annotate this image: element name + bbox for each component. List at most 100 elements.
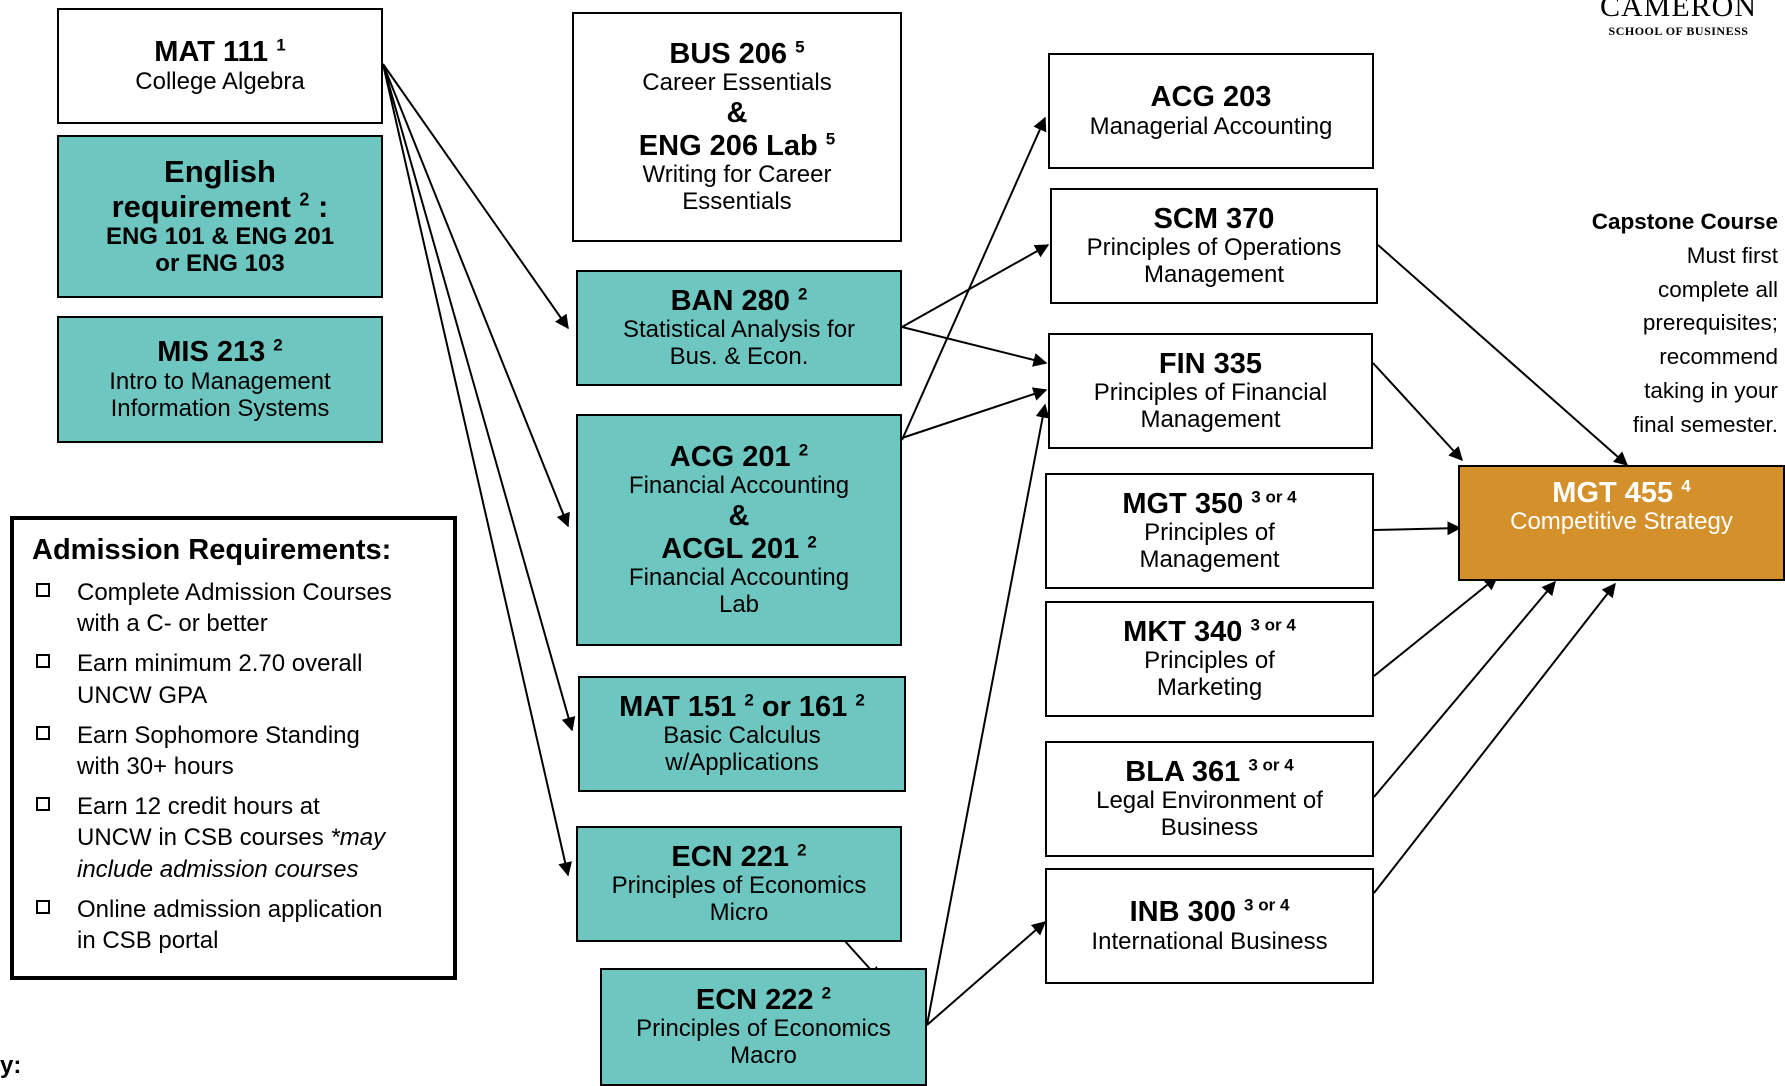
admission-item-text: with 30+ hours bbox=[77, 752, 234, 780]
footnote-marker: 2 bbox=[797, 284, 808, 304]
arrow-mat111-acg201 bbox=[382, 63, 570, 528]
english-requirement: English requirement 2 : ENG 101 & ENG 20… bbox=[57, 135, 383, 298]
course-ecn221: ECN 221 2 Principles of Economics Micro bbox=[576, 826, 902, 942]
footnote-marker: 2 bbox=[855, 690, 865, 710]
course-acg203: ACG 203 Managerial Accounting bbox=[1048, 53, 1374, 169]
footnote-marker: 2 bbox=[273, 335, 283, 355]
admission-item-text: Online admission application bbox=[77, 895, 383, 923]
course-code: INB 300 bbox=[1129, 896, 1236, 929]
course-ban280: BAN 280 2 Statistical Analysis for Bus. … bbox=[576, 270, 902, 386]
footnote-marker: 3 or 4 bbox=[1248, 755, 1294, 775]
capstone-line: taking in your bbox=[1644, 377, 1778, 403]
footnote-marker: 4 bbox=[1681, 476, 1691, 496]
course-code-2: ACGL 201 bbox=[661, 532, 800, 565]
footnote-marker: 3 or 4 bbox=[1244, 895, 1290, 915]
footnote-marker: 2 bbox=[299, 189, 310, 210]
admission-item-note: include admission courses bbox=[77, 855, 359, 883]
course-name-2a: Writing for Career bbox=[642, 161, 832, 189]
course-name-line1: Principles of Operations bbox=[1086, 234, 1342, 262]
course-code: MAT 151 bbox=[619, 690, 737, 723]
admission-item-text: Earn Sophomore Standing bbox=[77, 721, 360, 749]
english-line3: ENG 101 & ENG 201 bbox=[105, 223, 335, 251]
footnote-marker: 2 bbox=[821, 983, 832, 1003]
arrow-ecn222-inb300 bbox=[926, 921, 1047, 1026]
course-name: College Algebra bbox=[135, 67, 305, 95]
admission-item: Complete Admission Courses with a C- or b… bbox=[32, 577, 437, 639]
checkbox-icon bbox=[36, 797, 50, 812]
capstone-title: Capstone Course bbox=[1591, 209, 1778, 234]
arrow-mat111-ban280 bbox=[382, 63, 569, 330]
course-code: MGT 455 bbox=[1552, 477, 1674, 509]
capstone-line: complete all bbox=[1657, 276, 1778, 302]
course-fin335: FIN 335 Principles of Financial Manageme… bbox=[1048, 333, 1373, 449]
key-label: y: bbox=[0, 1052, 22, 1079]
course-name: International Business bbox=[1091, 927, 1328, 955]
checkbox-icon bbox=[36, 654, 50, 669]
course-name-line2: Management bbox=[1140, 406, 1281, 434]
course-name-line1: Principles of Financial bbox=[1093, 379, 1328, 407]
course-mis213: MIS 213 2 Intro to Management Informatio… bbox=[57, 316, 383, 443]
footnote-marker: 2 bbox=[797, 840, 807, 860]
course-name-line2: Bus. & Econ. bbox=[669, 343, 809, 371]
course-inb300: INB 300 3 or 4 International Business bbox=[1045, 868, 1374, 984]
admission-item-text: in CSB portal bbox=[77, 926, 219, 954]
course-name: Financial Accounting bbox=[628, 472, 850, 500]
course-code: ACG 201 bbox=[669, 440, 791, 473]
course-code: BAN 280 bbox=[670, 284, 790, 317]
course-alt-code: or 161 bbox=[761, 690, 848, 723]
course-name-line1: Basic Calculus bbox=[663, 722, 821, 750]
capstone-line: recommend bbox=[1659, 344, 1778, 369]
course-code: MAT 111 bbox=[154, 36, 269, 69]
course-name-line1: Statistical Analysis for bbox=[622, 316, 856, 344]
course-code: FIN 335 bbox=[1158, 347, 1263, 380]
course-name-2b: Essentials bbox=[682, 188, 792, 216]
course-ecn222: ECN 222 2 Principles of Economics Macro bbox=[600, 968, 927, 1086]
checkbox-icon bbox=[36, 583, 50, 597]
course-name-line1: Legal Environment of bbox=[1096, 787, 1323, 815]
course-name-line1: Principles of Economics bbox=[636, 1015, 891, 1043]
footnote-marker: 5 bbox=[825, 129, 836, 149]
course-scm370: SCM 370 Principles of Operations Managem… bbox=[1050, 188, 1378, 304]
course-name-2b: Lab bbox=[718, 591, 760, 619]
course-bus206: BUS 206 5 Career Essentials & ENG 206 La… bbox=[572, 12, 902, 242]
footnote-marker: 2 bbox=[798, 440, 809, 460]
footnote-marker: 2 bbox=[807, 532, 817, 552]
course-code: ACG 203 bbox=[1150, 81, 1272, 114]
course-code: BUS 206 bbox=[669, 37, 788, 70]
admission-item-text: Complete Admission Courses bbox=[77, 579, 392, 606]
admission-requirements-panel: Admission Requirements: Complete Admissi… bbox=[10, 516, 457, 980]
course-name-line2: Macro bbox=[730, 1042, 797, 1070]
course-name-line2: Management bbox=[1139, 546, 1280, 574]
footnote-marker: 2 bbox=[744, 690, 754, 710]
capstone-line: Must first bbox=[1686, 242, 1778, 268]
admission-checklist: Complete Admission Courses with a C- or b… bbox=[32, 577, 437, 956]
course-name-line2: Management bbox=[1143, 261, 1285, 289]
capstone-line: final semester. bbox=[1632, 411, 1778, 437]
checkbox-icon bbox=[36, 725, 50, 740]
course-mgt455: MGT 455 4 Competitive Strategy bbox=[1458, 465, 1785, 581]
course-code: MIS 213 bbox=[157, 336, 266, 369]
arrow-inb300-mgt455 bbox=[1373, 582, 1616, 894]
arrow-acg201-acg203 bbox=[901, 116, 1047, 441]
admission-item-text: with a C- or better bbox=[77, 610, 268, 638]
course-mat151: MAT 151 2 or 161 2 Basic Calculus w/Appl… bbox=[578, 676, 906, 792]
arrow-fin335-mgt455 bbox=[1372, 362, 1463, 462]
admission-item-text: Earn 12 credit hours at bbox=[77, 793, 320, 821]
admission-item-text: UNCW GPA bbox=[77, 681, 208, 709]
course-name-line1: Principles of bbox=[1144, 519, 1275, 547]
footnote-marker: 1 bbox=[276, 35, 286, 55]
course-code-2: ENG 206 Lab bbox=[638, 129, 818, 162]
course-name-line1: Principles of Economics bbox=[611, 872, 867, 900]
course-code: BLA 361 bbox=[1125, 755, 1241, 788]
logo-title: CAMERON bbox=[1599, 0, 1757, 23]
logo-subtitle: SCHOOL OF BUSINESS bbox=[1608, 24, 1749, 38]
capstone-line: prerequisites; bbox=[1642, 310, 1778, 336]
ampersand: & bbox=[728, 500, 750, 533]
course-name: Managerial Accounting bbox=[1089, 112, 1333, 140]
course-code: SCM 370 bbox=[1153, 202, 1275, 235]
course-code: ECN 222 bbox=[695, 983, 814, 1016]
arrow-acg201-fin335 bbox=[901, 387, 1048, 439]
arrow-bla361-mgt455 bbox=[1373, 580, 1556, 798]
course-code: ECN 221 bbox=[671, 840, 790, 873]
